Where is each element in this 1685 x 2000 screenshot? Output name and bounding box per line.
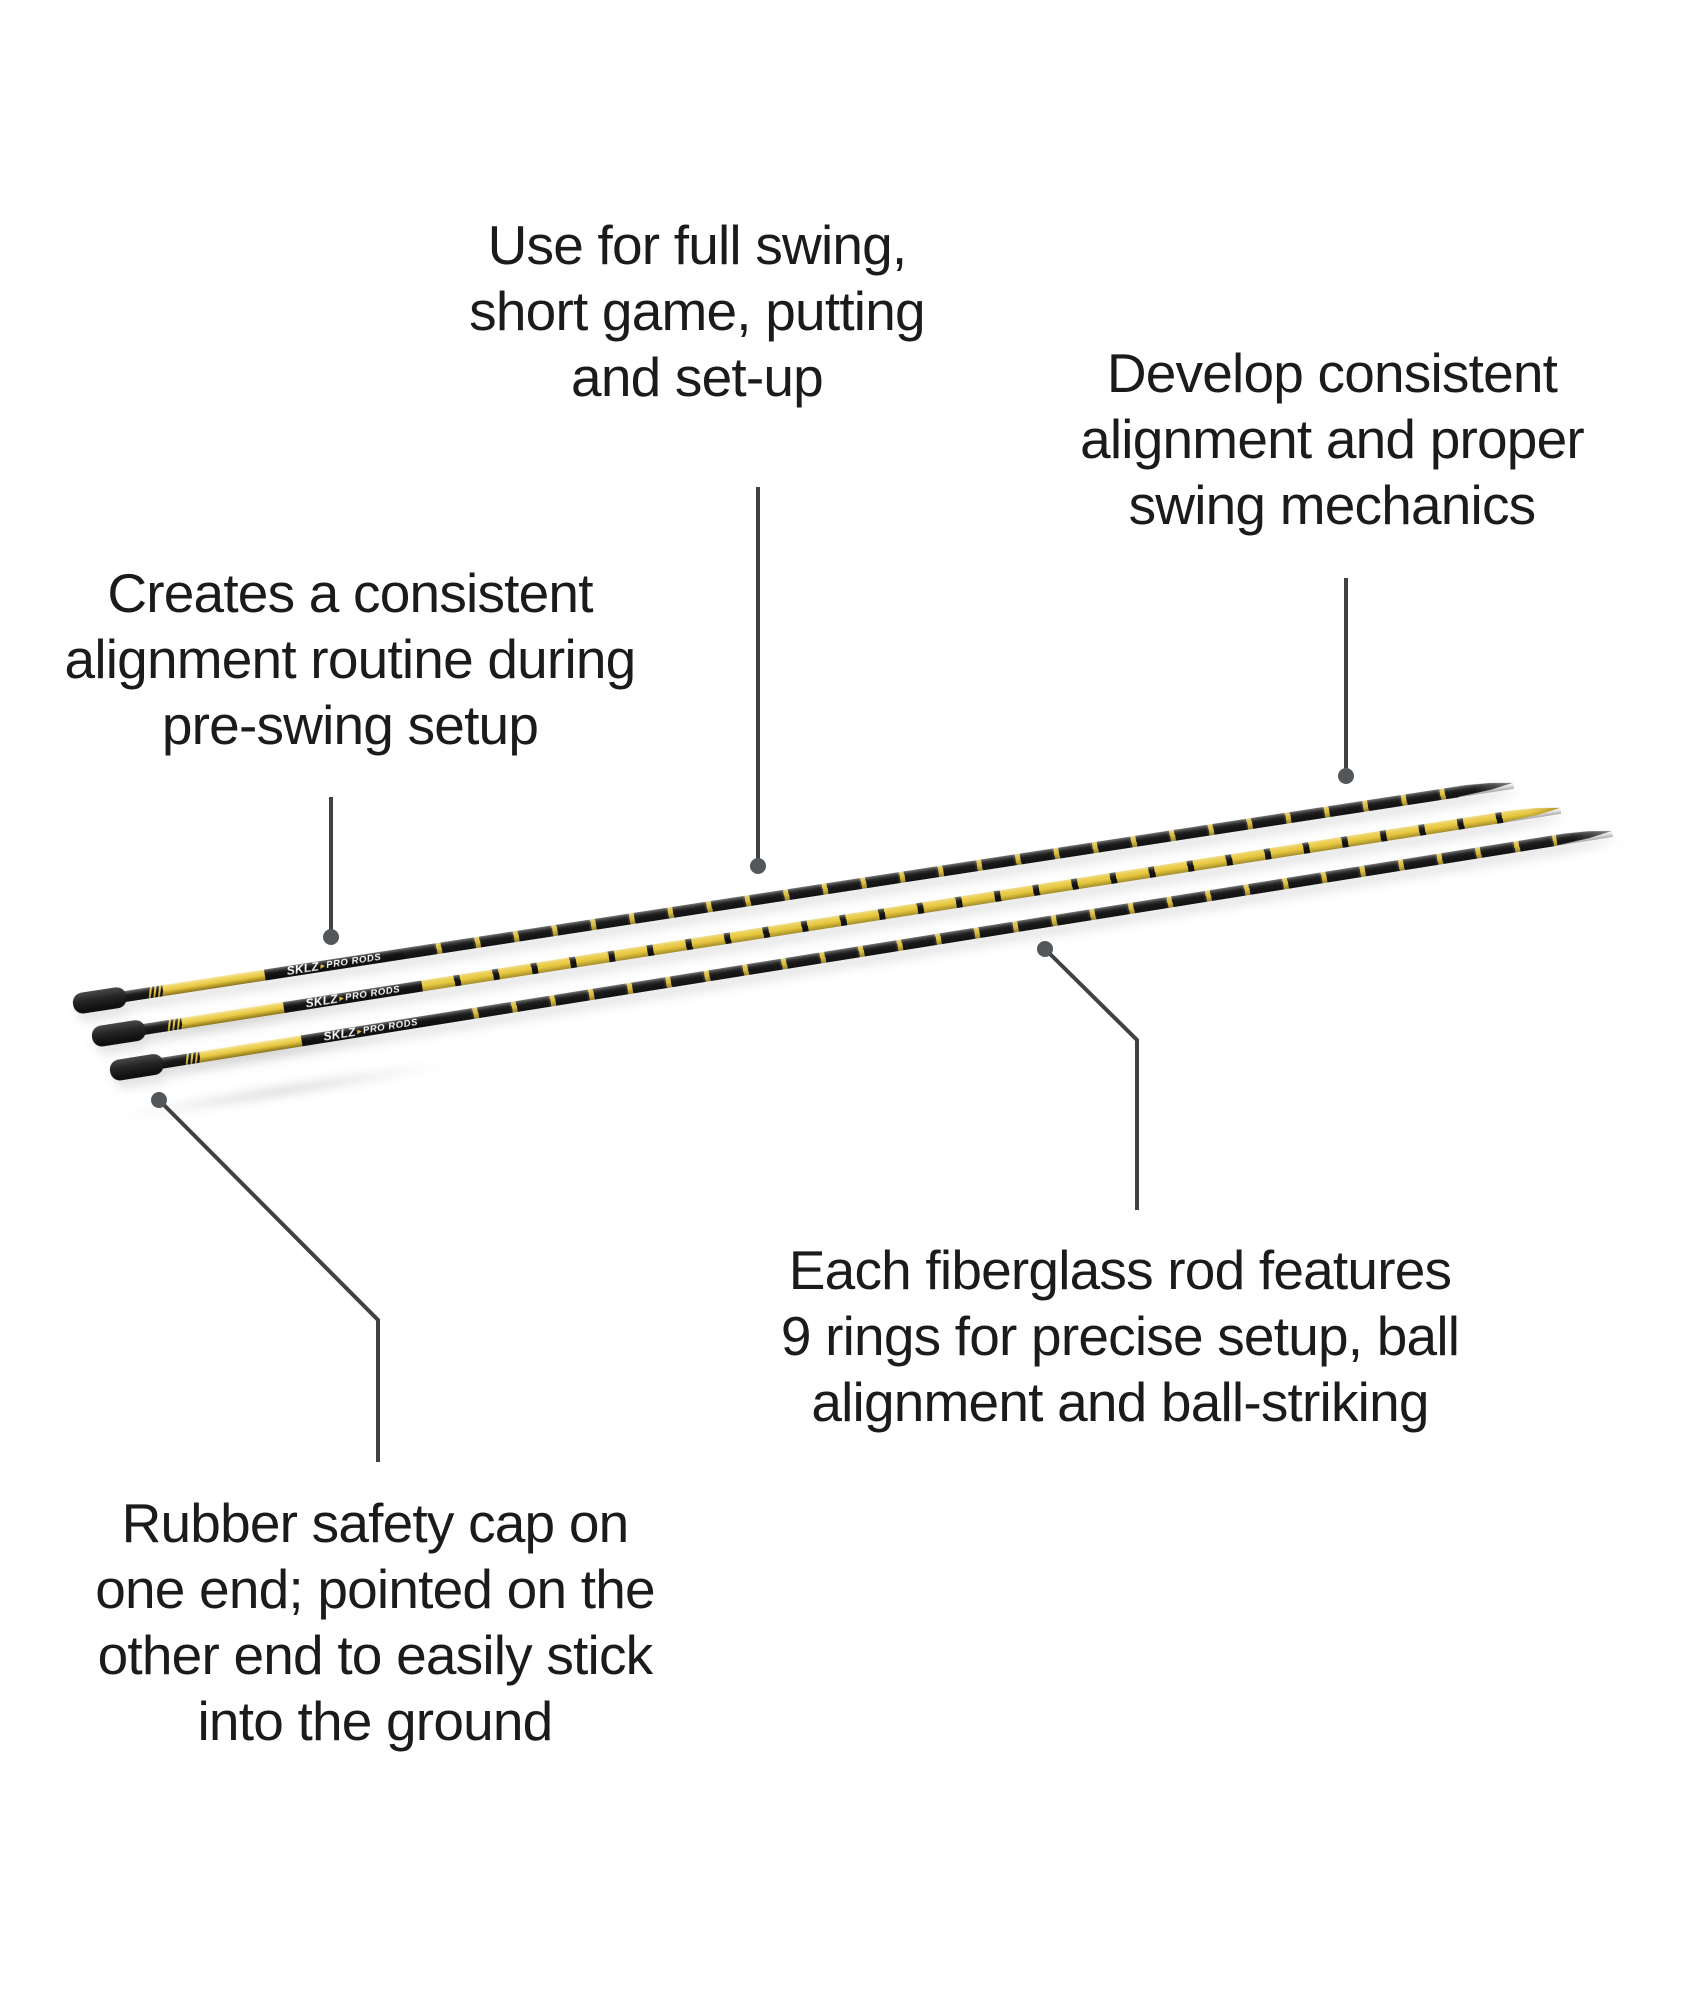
connector-dot-use — [750, 858, 766, 874]
callout-use-text: Use for full swing, short game, putting … — [397, 212, 997, 410]
callout-line: into the ground — [197, 1690, 554, 1752]
callout-line: one end; pointed on the — [95, 1558, 655, 1620]
callout-creates-text: Creates a consistent alignment routine d… — [40, 560, 660, 758]
callout-develop-text: Develop consistent alignment and proper … — [1037, 340, 1627, 538]
callout-line: Use for full swing, — [487, 214, 908, 276]
callout-cap-text: Rubber safety cap on one end; pointed on… — [75, 1490, 675, 1754]
callout-line: pre-swing setup — [161, 694, 539, 756]
connector-line-rings — [1043, 947, 1139, 1210]
connector-dot-cap — [151, 1092, 167, 1108]
callout-line: alignment routine during — [64, 628, 637, 690]
connector-dot-rings — [1037, 941, 1053, 957]
callout-line: Creates a consistent — [107, 562, 593, 624]
connector-dot-develop — [1338, 768, 1354, 784]
callout-line: 9 rings for precise setup, ball — [780, 1305, 1460, 1367]
connector-line-cap — [157, 1098, 380, 1462]
callout-line: alignment and ball-striking — [811, 1371, 1429, 1433]
callout-line: short game, putting — [469, 280, 925, 342]
callout-line: other end to easily stick — [97, 1624, 654, 1686]
callout-line: and set-up — [571, 346, 824, 408]
callout-line: Develop consistent — [1106, 342, 1558, 404]
callout-line: Rubber safety cap on — [121, 1492, 630, 1554]
connector-dot-creates — [323, 929, 339, 945]
callout-rings-text: Each fiberglass rod features 9 rings for… — [770, 1237, 1470, 1435]
callout-line: swing mechanics — [1128, 474, 1537, 536]
callout-line: alignment and proper — [1080, 408, 1585, 470]
callout-line: Each fiberglass rod features — [788, 1239, 1452, 1301]
